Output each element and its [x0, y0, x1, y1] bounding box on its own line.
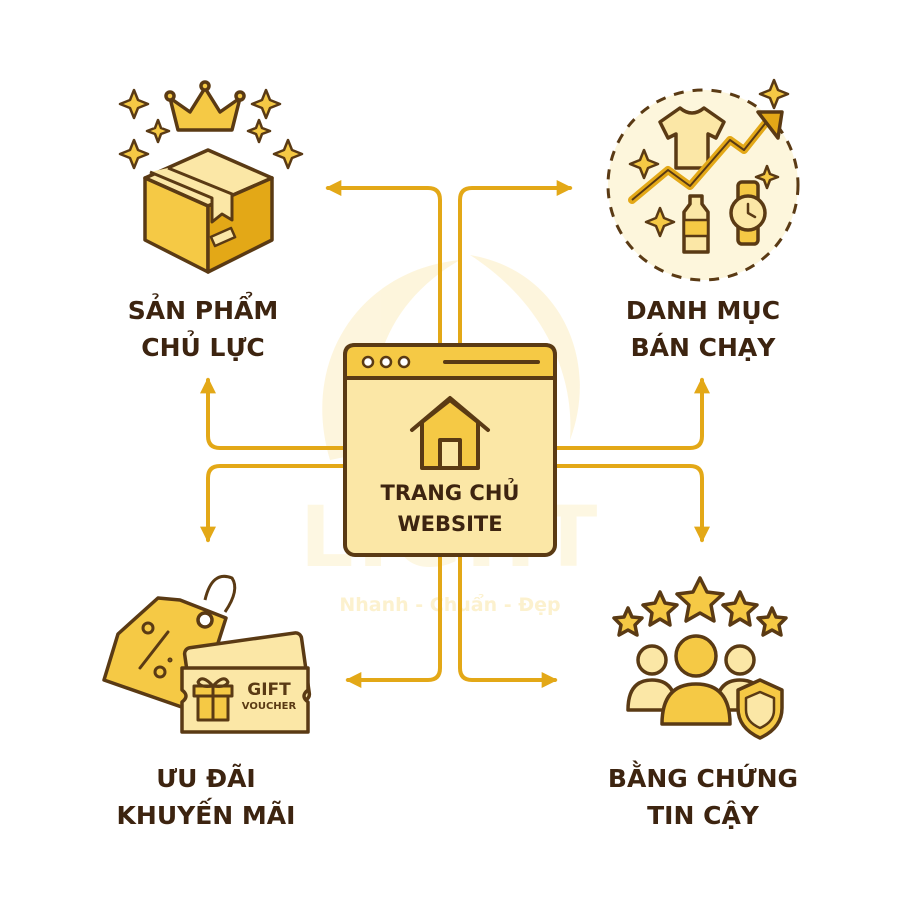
sparkle-icon	[118, 88, 150, 120]
sparkle-icon	[644, 206, 676, 238]
label-line: DANH MỤC	[625, 296, 781, 325]
gift-label: GIFT	[247, 680, 291, 700]
star-icon	[612, 606, 644, 637]
bestseller-categories-icon	[606, 78, 800, 282]
window-dot-icon	[397, 355, 411, 369]
label-line: ƯU ĐÃI	[156, 764, 256, 793]
sparkle-icon	[118, 138, 150, 170]
label-line: SẢN PHẨM	[127, 296, 279, 325]
discount-voucher-icon	[102, 574, 312, 734]
sparkle-icon	[246, 118, 272, 144]
label-line: BÁN CHẠY	[630, 333, 776, 362]
voucher-label: VOUCHER	[241, 701, 297, 712]
arrow-to-categories-side	[553, 377, 710, 450]
window-dot-icon	[361, 355, 375, 369]
star-icon	[721, 590, 759, 627]
sparkle-icon	[272, 138, 304, 170]
star-icon	[641, 590, 679, 627]
arrow-to-offers-side	[200, 464, 347, 543]
arrow-to-trust-side	[553, 464, 710, 543]
node-label-products: SẢN PHẨM CHỦ LỰC	[63, 292, 343, 366]
gift-box-icon	[192, 677, 234, 722]
arrow-to-products-top	[325, 180, 442, 347]
star-icon	[675, 576, 725, 623]
arrow-to-offers-bottom	[345, 553, 442, 688]
arrow-to-products-side	[200, 377, 347, 450]
center-label: TRANG CHỦ WEBSITE	[345, 478, 555, 540]
sparkle-icon	[250, 88, 282, 120]
star-icon	[756, 606, 788, 637]
center-browser-window	[343, 343, 557, 557]
label-line: KHUYẾN MÃI	[116, 801, 296, 830]
label-line: TIN CẬY	[647, 801, 759, 830]
window-dot-icon	[379, 355, 393, 369]
watermark-tagline: Nhanh - Chuẩn - Đẹp	[339, 594, 561, 616]
label-line: BẰNG CHỨNG	[607, 764, 799, 793]
connector-arrows	[200, 180, 710, 688]
arrow-to-trust-bottom	[458, 553, 558, 688]
label-line: CHỦ LỰC	[141, 333, 265, 362]
people-icon	[626, 634, 766, 726]
percent-icon	[138, 621, 173, 679]
center-label-line: WEBSITE	[397, 512, 503, 536]
trust-proof-icon	[612, 576, 788, 740]
sparkle-icon	[145, 118, 171, 144]
crown-icon	[168, 86, 242, 132]
sparkle-icon	[754, 164, 780, 190]
node-label-offers: ƯU ĐÃI KHUYẾN MÃI	[66, 760, 346, 834]
sparkle-icon	[628, 148, 660, 180]
gift-voucher-text: GIFT VOUCHER	[234, 680, 304, 714]
sparkle-icon	[758, 78, 790, 110]
node-label-trust: BẰNG CHỨNG TIN CẬY	[563, 760, 843, 834]
shirt-icon	[658, 106, 726, 170]
arrow-to-categories-top	[458, 180, 573, 347]
product-box-icon	[118, 80, 304, 274]
home-icon	[410, 396, 490, 470]
node-label-categories: DANH MỤC BÁN CHẠY	[563, 292, 843, 366]
center-label-line: TRANG CHỦ	[380, 481, 520, 505]
